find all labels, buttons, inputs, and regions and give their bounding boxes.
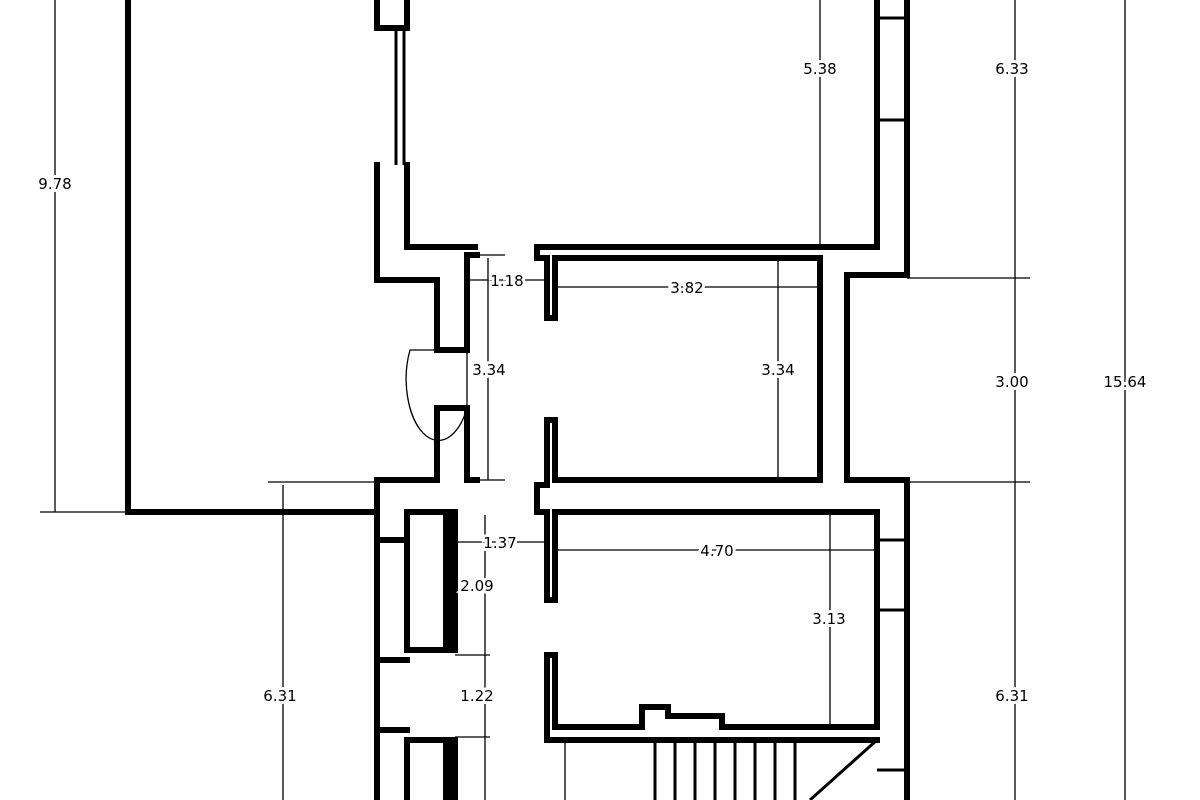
dim-left-upper: 9.78: [38, 175, 71, 193]
dim-right-upper: 6.33: [995, 60, 1028, 78]
dim-corridor-width-upper: 1.18: [490, 272, 523, 290]
closet-wall: [443, 512, 455, 652]
room2-wall: [534, 509, 880, 743]
dim-overall-height: 15.64: [1104, 373, 1147, 391]
dim-corridor-width-lower: 1.37: [483, 534, 516, 552]
stairs: [653, 738, 879, 800]
closet-wall: [443, 740, 455, 800]
door-swing: [405, 349, 468, 442]
walls: [125, 0, 910, 800]
wall-segment: [374, 0, 410, 31]
window: [394, 28, 406, 165]
dimension-lines: [40, 0, 1126, 800]
wall-segment: [374, 537, 410, 733]
dim-closet-height: 2.09: [460, 577, 493, 595]
exterior-wall: [534, 0, 910, 800]
left-room-wall: [125, 0, 380, 515]
room1-wall: [534, 244, 823, 515]
dim-left-lower: 6.31: [263, 687, 296, 705]
wall-segment: [374, 162, 480, 353]
dim-right-lower: 6.31: [995, 687, 1028, 705]
dim-gap-height: 1.22: [460, 687, 493, 705]
brick-lines: [877, 16, 907, 772]
dim-room2-height: 3.13: [812, 610, 845, 628]
dim-right-middle: 3.00: [995, 373, 1028, 391]
wall-segment: [374, 405, 480, 800]
dimension-labels: 9.78 5.38 6.33 3.00 15.64 6.31 6.31 1.18…: [35, 57, 1149, 708]
dim-room1-width: 3.82: [670, 279, 703, 297]
dim-room2-width: 4.70: [700, 542, 733, 560]
dim-room1-height: 3.34: [761, 361, 794, 379]
dim-top-room-height: 5.38: [803, 60, 836, 78]
dim-corridor-height: 3.34: [472, 361, 505, 379]
